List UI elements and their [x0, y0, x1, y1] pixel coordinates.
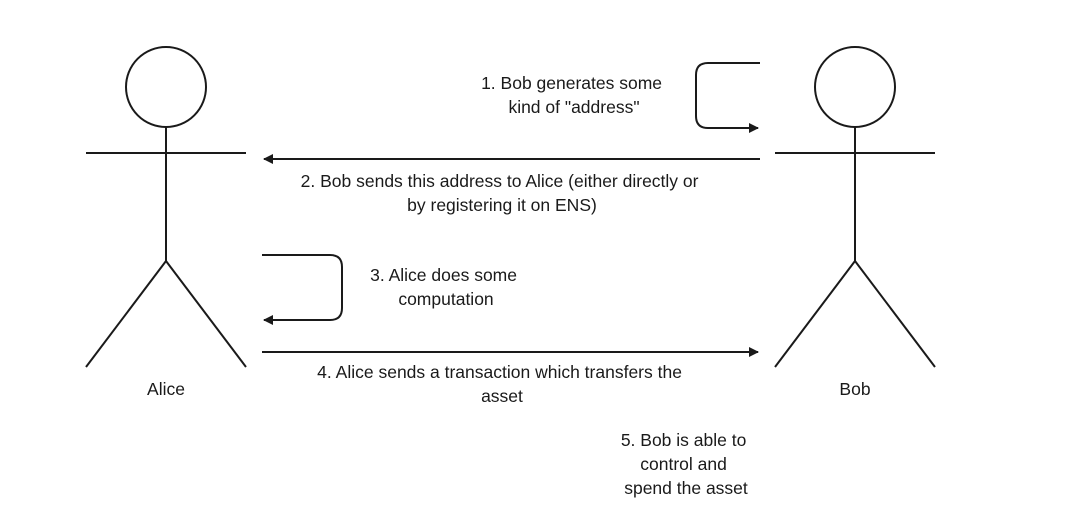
actor-alice: Alice — [85, 46, 247, 399]
step1-label: 1. Bob generates some kind of "address" — [481, 73, 667, 117]
bob-right-leg — [854, 260, 936, 368]
step3-label: 3. Alice does some computation — [370, 265, 522, 309]
step1-self-loop-arrow — [695, 62, 760, 133]
alice-label: Alice — [147, 379, 185, 399]
step2-label: 2. Bob sends this address to Alice (eith… — [301, 171, 704, 215]
actor-bob: Bob — [774, 46, 936, 399]
step3-self-loop-arrow — [262, 254, 343, 325]
bob-left-leg — [774, 260, 856, 368]
alice-head — [125, 46, 207, 128]
bob-label: Bob — [839, 379, 870, 399]
alice-right-leg — [165, 260, 247, 368]
step4-label: 4. Alice sends a transaction which trans… — [317, 362, 687, 406]
alice-left-leg — [85, 260, 167, 368]
bob-head — [814, 46, 896, 128]
step5-label: 5. Bob is able to control and spend the … — [621, 430, 751, 498]
